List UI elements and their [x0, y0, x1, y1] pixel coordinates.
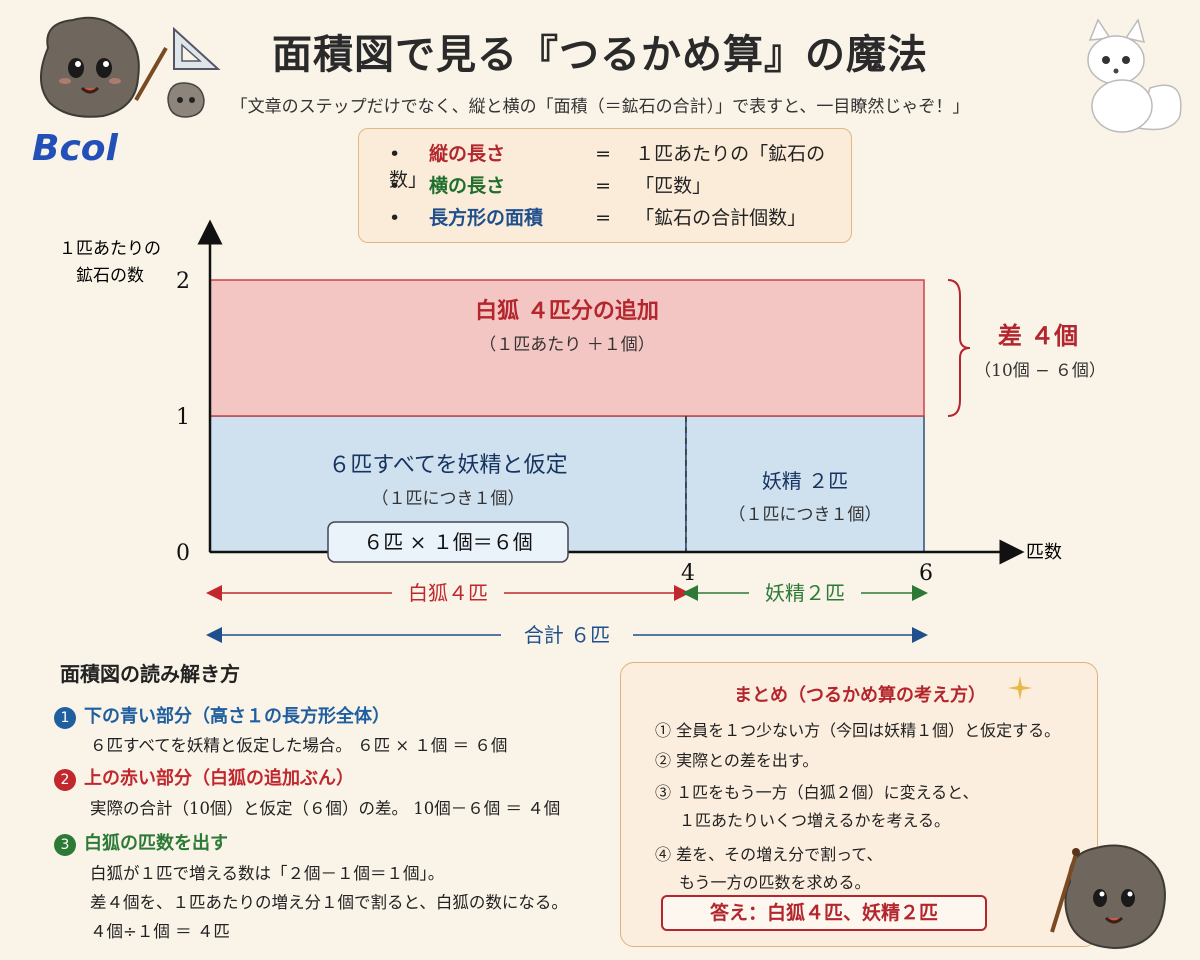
summary-box: まとめ（つるかめ算の考え方） ① 全員を１つ少ない方（今回は妖精１個）と仮定する…	[620, 662, 1098, 947]
step-3-body-line3: ４個÷１個 ＝ ４匹	[90, 922, 230, 941]
x-tick-label: 4	[681, 561, 695, 586]
step-3-body-line1: 白狐が１匹で増える数は「２個－１個＝１個」。	[90, 864, 445, 883]
legend-eq: =	[595, 207, 612, 229]
legend-value: １匹あたりの「鉱石の数」	[389, 143, 826, 191]
step-number-badge: 2	[54, 768, 76, 791]
step-heading-text: 上の赤い部分（白狐の追加ぶん）	[84, 768, 354, 789]
legend-bullet: •	[389, 143, 401, 165]
step-1-heading: 1 下の青い部分（高さ１の長方形全体）	[54, 702, 390, 729]
small-rock-icon	[167, 82, 205, 118]
region-title: 妖精 ２匹	[762, 469, 848, 493]
step-heading-text: 下の青い部分（高さ１の長方形全体）	[84, 706, 390, 727]
range-label: 妖精２匹	[765, 581, 845, 605]
region-subtitle: （１匹につき１個）	[729, 505, 882, 525]
x-axis-label: 匹数	[1026, 542, 1062, 563]
legend-value: 「鉱石の合計個数」	[635, 207, 807, 229]
summary-line: もう一方の匹数を求める。	[679, 873, 871, 892]
rock-mascot-icon	[40, 16, 168, 118]
summary-title: まとめ（つるかめ算の考え方）	[734, 685, 986, 706]
legend-bullet: •	[389, 175, 401, 197]
triangle-ruler-icon	[173, 26, 221, 70]
step-2-body: 実際の合計（10個）と仮定（６個）の差。 10個－６個 ＝ ４個	[90, 799, 561, 818]
y-tick-label: 2	[176, 269, 190, 294]
range-label: 合計 ６匹	[524, 623, 610, 647]
x-tick-label: 6	[919, 561, 933, 586]
region-title: ６匹すべてを妖精と仮定	[328, 453, 567, 478]
legend-row-area: • 長方形の面積 = 「鉱石の合計個数」	[389, 205, 806, 231]
step-3-heading: 3 白狐の匹数を出す	[54, 829, 228, 856]
step-number-badge: 1	[54, 706, 76, 729]
formula-text: ６匹 × １個＝６個	[363, 530, 532, 554]
range-label: 白狐４匹	[408, 581, 488, 605]
page-title: 面積図で見る『つるかめ算』の魔法	[272, 31, 928, 78]
difference-sub: （10個 − ６個）	[974, 361, 1106, 381]
notes-heading: 面積図の読み解き方	[60, 662, 240, 686]
region-red-top	[209, 279, 925, 417]
y-tick-label: 0	[176, 541, 190, 566]
summary-line: ① 全員を１つ少ない方（今回は妖精１個）と仮定する。	[655, 721, 1061, 740]
y-tick-label: 1	[176, 405, 190, 430]
legend-box: • 縦の長さ = １匹あたりの「鉱石の数」 • 横の長さ = 「匹数」 • 長方…	[358, 128, 852, 243]
y-axis-label-line1: １匹あたりの	[59, 239, 161, 259]
legend-row-width: • 横の長さ = 「匹数」	[389, 173, 711, 199]
legend-term: 横の長さ	[429, 175, 506, 197]
region-subtitle: （１匹につき１個）	[372, 489, 525, 509]
y-axis-label-line2: 鉱石の数	[76, 266, 144, 286]
legend-term: 縦の長さ	[429, 143, 506, 165]
legend-eq: =	[595, 175, 612, 197]
fox-mascot-icon	[1087, 18, 1182, 133]
sparkle-icon	[1008, 676, 1032, 700]
legend-bullet: •	[389, 207, 401, 229]
legend-eq: =	[595, 143, 612, 165]
summary-line: １匹あたりいくつ増えるかを考える。	[679, 811, 951, 830]
legend-term: 長方形の面積	[429, 207, 544, 229]
rock-mascot-pointer-icon	[1050, 844, 1166, 950]
difference-label: 差 ４個	[998, 321, 1078, 350]
difference-brace	[947, 279, 971, 417]
logo: Bcol	[32, 128, 118, 169]
summary-line: ④ 差を、その増え分で割って、	[655, 845, 883, 864]
legend-row-height: • 縦の長さ = １匹あたりの「鉱石の数」	[389, 141, 851, 191]
summary-line: ② 実際との差を出す。	[655, 751, 819, 770]
step-3-body-line2: 差４個を、１匹あたりの増え分１個で割ると、白狐の数になる。	[90, 893, 568, 912]
step-heading-text: 白狐の匹数を出す	[84, 833, 228, 854]
region-subtitle: （１匹あたり ＋１個）	[479, 335, 654, 355]
summary-line: ③ １匹をもう一方（白狐２個）に変えると、	[655, 783, 979, 802]
step-number-badge: 3	[54, 833, 76, 856]
step-1-body: ６匹すべてを妖精と仮定した場合。 ６匹 × １個 ＝ ６個	[90, 736, 508, 755]
region-blue-right	[685, 415, 925, 553]
answer-box: 答え：白狐４匹、妖精２匹	[661, 895, 987, 931]
region-title: 白狐 ４匹分の追加	[475, 298, 659, 324]
step-2-heading: 2 上の赤い部分（白狐の追加ぶん）	[54, 764, 354, 791]
legend-value: 「匹数」	[635, 175, 712, 197]
formula-box	[327, 521, 569, 563]
page-subtitle: 「文章のステップだけでなく、縦と横の「面積（＝鉱石の合計）」で表すと、一目瞭然じ…	[230, 97, 970, 117]
area-diagram: １匹あたりの 鉱石の数 匹数 0 1 2 4 6 ６匹すべてを妖精と仮定 （１匹につき１個…	[59, 219, 1106, 647]
